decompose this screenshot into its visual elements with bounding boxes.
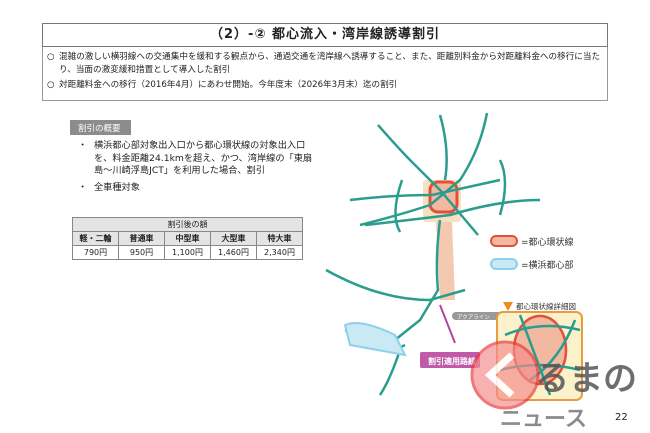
aqua-line-label: アクアライン xyxy=(457,314,490,321)
header-cell: 軽・二輪 xyxy=(72,231,119,246)
header-cell: 中型車 xyxy=(164,231,211,246)
fare-caption: 割引後の額 xyxy=(72,217,303,232)
header-cell: 特大車 xyxy=(256,231,303,246)
bullet-item: ・全車種対象 xyxy=(78,182,318,195)
note-item: ○ 対距離料金への移行（2016年4月）にあわせ開始。今年度末（2026年3月末）… xyxy=(47,79,603,92)
note-text: 混雑の激しい横羽線への交通集中を緩和する観点から、通過交通を湾岸線へ誘導すること… xyxy=(59,52,601,75)
summary-notes: ○ 混雑の激しい横羽線への交通集中を緩和する観点から、通過交通を湾岸線へ誘導するこ… xyxy=(42,47,608,101)
svg-text:るまの: るまの xyxy=(535,359,637,399)
yokohama-legend-swatch xyxy=(490,258,518,270)
bullet-dot: ・ xyxy=(78,140,88,151)
map-legend: =都心環状線 =横浜都心部 xyxy=(490,235,574,271)
note-text: 対距離料金への移行（2016年4月）にあわせ開始。今年度末（2026年3月末）迄… xyxy=(59,80,398,90)
note-item: ○ 混雑の激しい横羽線への交通集中を緩和する観点から、通過交通を湾岸線へ誘導するこ… xyxy=(47,51,603,77)
overview-bullets: ・横浜都心部対象出入口から都心環状線の対象出入口を、料金距離24.1kmを超え、… xyxy=(78,140,318,198)
route-pointer xyxy=(439,304,456,344)
route-label-box xyxy=(420,352,480,368)
kuruma-news-logo: るまの ニュース xyxy=(470,340,637,432)
fare-cell: 1,460円 xyxy=(210,245,257,260)
yokohama-center-area xyxy=(343,322,407,357)
svg-text:ニュース: ニュース xyxy=(500,407,587,432)
bullet-text: 全車種対象 xyxy=(94,181,140,193)
page-number: 22 xyxy=(614,412,629,423)
circle-bullet: ○ xyxy=(47,80,55,90)
legend-label: =都心環状線 xyxy=(521,236,574,248)
loop-legend-swatch xyxy=(490,235,518,247)
fare-table: 割引後の額 軽・二輪 普通車 中型車 大型車 特大車 790円 950円 1,1… xyxy=(72,217,303,260)
aqua-line-tag xyxy=(452,312,502,320)
bullet-dot: ・ xyxy=(78,181,88,193)
bullet-text: 横浜都心部対象出入口から都心環状線の対象出入口を、料金距離24.1kmを超え、か… xyxy=(94,140,313,176)
fare-cell: 2,340円 xyxy=(256,245,303,260)
page-title: （2）-② 都心流入・湾岸線誘導割引 xyxy=(42,23,608,47)
inset-title: 都心環状線詳細図 xyxy=(516,301,576,311)
legend-label: =横浜都心部 xyxy=(521,259,574,271)
route-label: 割引適用路線 xyxy=(428,356,476,366)
overview-tag: 割引の概要 xyxy=(70,120,131,135)
bullet-item: ・横浜都心部対象出入口から都心環状線の対象出入口を、料金距離24.1kmを超え、… xyxy=(78,140,318,178)
central-loop-area xyxy=(423,180,461,300)
circle-bullet: ○ xyxy=(47,52,55,62)
